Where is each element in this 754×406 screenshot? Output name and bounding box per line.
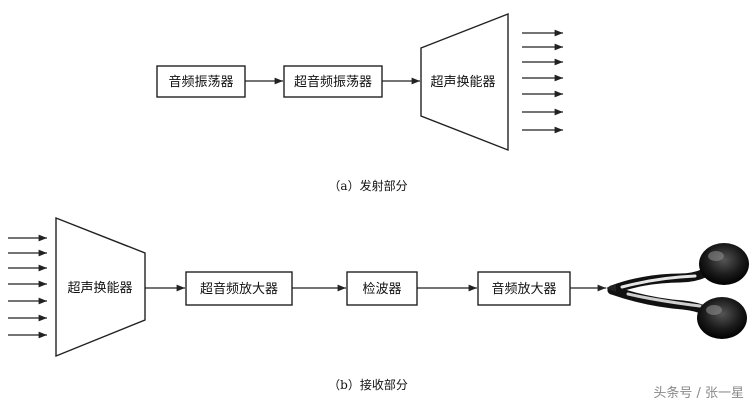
transmit-wave-arrows [522,29,563,134]
ultrasonic-oscillator-label: 超音频振荡器 [294,74,372,90]
receive-transducer-trapezoid [55,216,146,358]
receive-wave-arrows [8,234,47,339]
audio-oscillator-label: 音频振荡器 [168,74,233,90]
ultrasonic-oscillator-box [283,65,383,98]
ultrasonic-amplifier-box [185,271,293,306]
transmit-section: 音频振荡器 超音频振荡器 超声换能器 （a）发射部分 [156,12,563,193]
transmit-transducer-trapezoid [420,12,509,152]
audio-amplifier-label: 音频放大器 [491,281,556,297]
ultrasonic-amplifier-label: 超音频放大器 [200,281,278,297]
transmit-caption: （a）发射部分 [328,178,407,193]
audio-oscillator-box [156,65,246,98]
detector-label: 检波器 [362,282,401,297]
receive-section: 超声换能器 超音频放大器 检波器 音频放大器 （b）接收部分 [8,216,749,392]
transmit-transducer-label: 超声换能器 [430,75,495,90]
receive-transducer-label: 超声换能器 [67,281,132,296]
detector-box [346,271,418,306]
audio-amplifier-box [477,271,571,306]
receive-caption: （b）接收部分 [328,377,408,392]
earphones-image [606,243,749,339]
watermark: 头条号 / 张一星 [653,385,744,401]
